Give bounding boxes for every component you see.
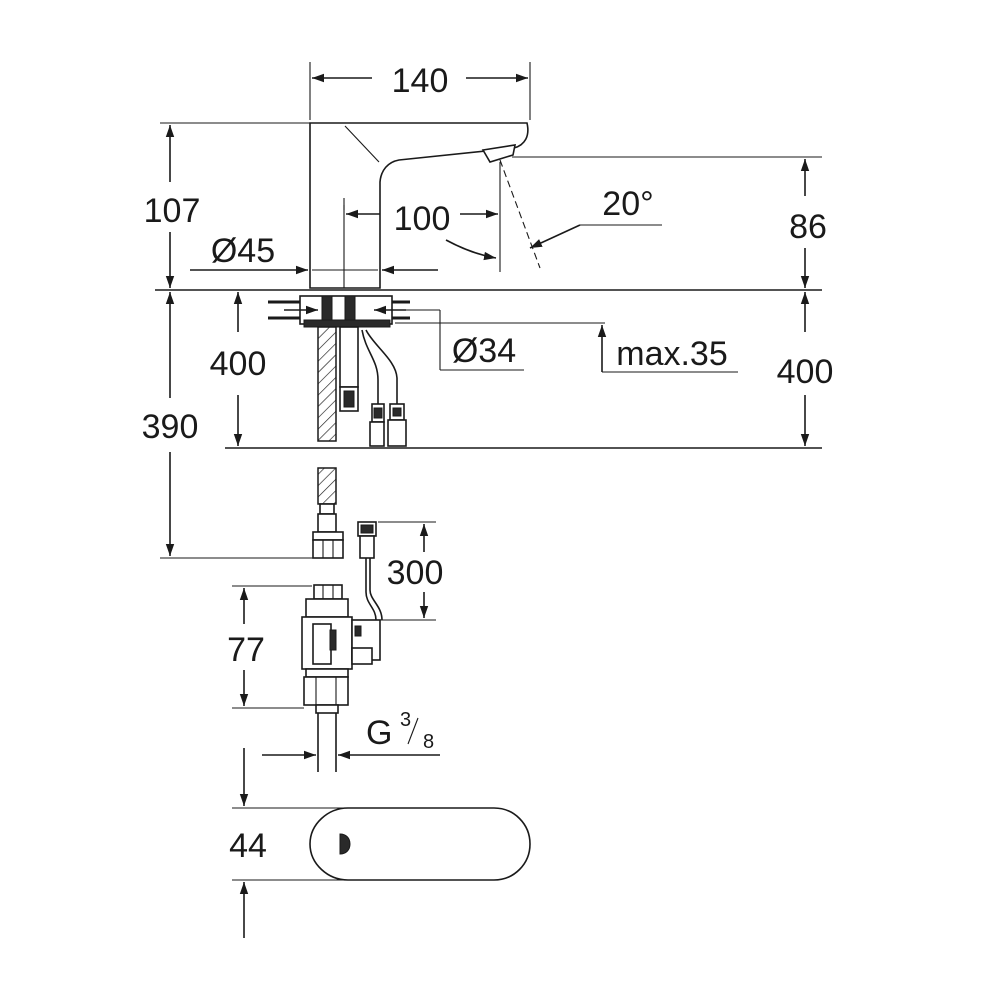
dim-label-77: 77 xyxy=(227,631,265,669)
dim-thread: G 3 8 xyxy=(262,709,440,760)
dim-label-400-left: 400 xyxy=(210,345,267,383)
dim-hose-390: 390 xyxy=(142,292,318,559)
dim-reach-100: 100 xyxy=(343,162,501,272)
dim-width-140: 140 xyxy=(309,62,531,120)
faucet-body xyxy=(309,122,529,289)
dim-hose-400-right: 400 xyxy=(777,292,834,446)
dim-deck-thickness: max.35 xyxy=(395,322,738,373)
sensor-window xyxy=(339,833,351,855)
dim-label-max35: max.35 xyxy=(616,335,728,373)
sensor-cables xyxy=(361,329,407,447)
supply-hose-upper xyxy=(317,326,359,442)
aerator xyxy=(481,144,517,163)
dim-hose-400-left: 400 xyxy=(210,292,267,446)
dim-height-107: 107 xyxy=(144,122,310,288)
faucet-top-view xyxy=(309,807,531,881)
dim-label-107: 107 xyxy=(144,192,201,230)
valve-cable xyxy=(357,521,383,621)
dim-label-thread-num: 3 xyxy=(400,709,411,731)
dim-label-400-right: 400 xyxy=(777,353,834,391)
dim-label-390: 390 xyxy=(142,408,199,446)
dim-body-diameter: Ø45 xyxy=(190,232,438,275)
dim-label-thread-prefix: G xyxy=(366,714,392,752)
dim-label-44: 44 xyxy=(229,827,267,865)
dim-label-140: 140 xyxy=(392,62,449,100)
dim-angle-20: 20° xyxy=(499,159,662,269)
supply-hose-lower xyxy=(312,467,344,559)
dim-spout-height-86: 86 xyxy=(512,156,827,288)
dim-label-angle: 20° xyxy=(602,185,653,223)
dim-label-300: 300 xyxy=(387,554,444,592)
dim-valve-77: 77 xyxy=(227,585,312,709)
solenoid-valve xyxy=(301,584,381,714)
dim-label-d34: Ø34 xyxy=(452,332,516,370)
dim-hole-diameter: Ø34 xyxy=(439,310,524,371)
dim-label-d45: Ø45 xyxy=(211,232,275,270)
dim-sensor-44: 44 xyxy=(229,748,348,938)
dim-label-86: 86 xyxy=(789,208,827,246)
dim-label-thread-den: 8 xyxy=(423,731,434,753)
dim-label-100: 100 xyxy=(394,200,451,238)
dim-cable-300: 300 xyxy=(378,521,444,621)
deck-mounting xyxy=(268,295,440,328)
inlet-pipe xyxy=(317,713,337,772)
